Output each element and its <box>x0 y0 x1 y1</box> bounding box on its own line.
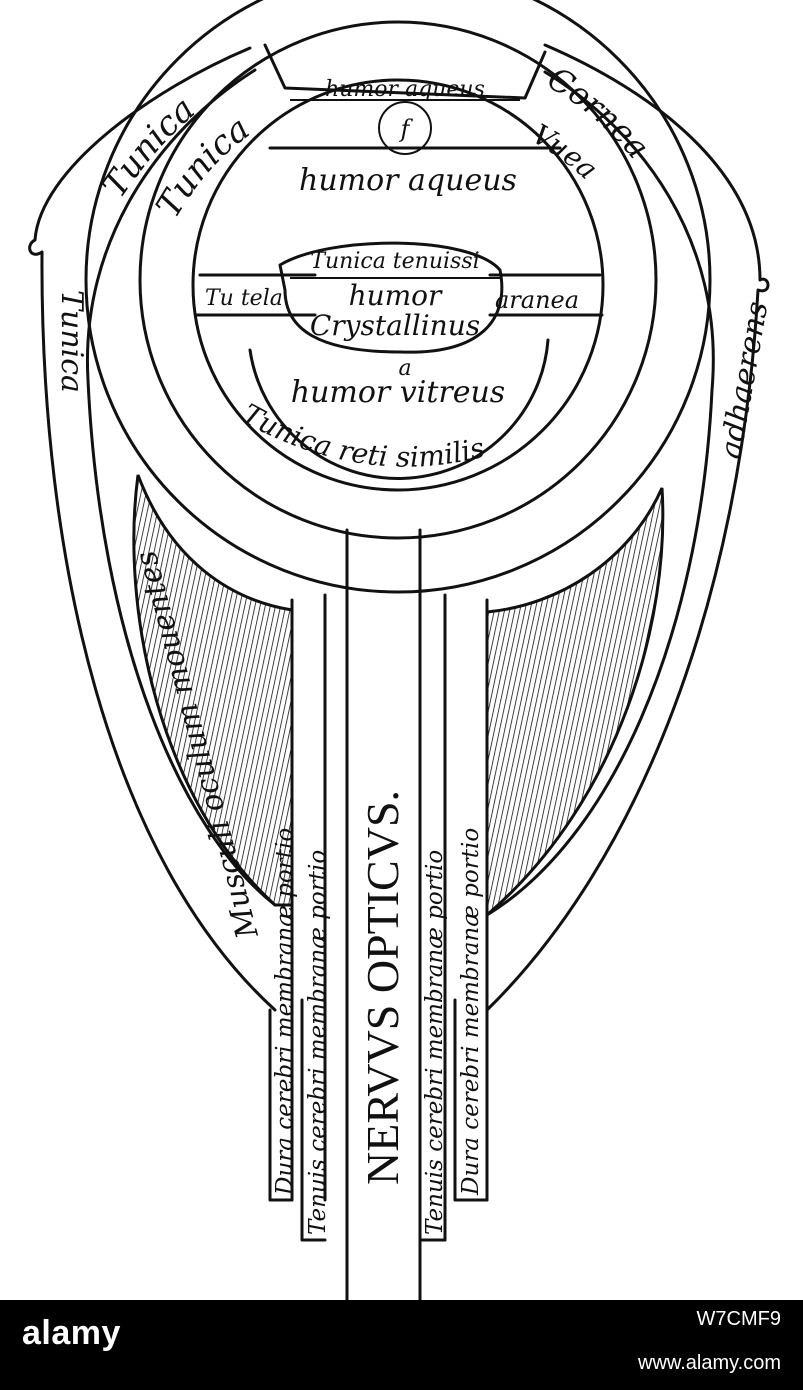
label-dura-right: Dura cerebri membranæ portio <box>458 828 484 1196</box>
label-humor-aqueus: humor aqueus <box>299 163 517 198</box>
label-nervus-opticus: NERVVS OPTICVS. <box>357 790 408 1185</box>
outer-tunica-right-outer <box>485 43 770 1012</box>
label-tunica-tenuissima: Tunica tenuissi <box>310 249 479 274</box>
label-humor-aqueus-top: humor aqueus <box>325 77 485 102</box>
image-id: W7CMF9 <box>696 1308 781 1330</box>
label-tenuis-left: Tenuis cerebri membranæ portio <box>305 850 331 1235</box>
lens-crystallinus <box>278 241 504 354</box>
outer-tunica-left-inner <box>85 68 277 907</box>
label-tunica-far-left: Tunica <box>54 290 89 393</box>
label-tu-tela: Tu tela <box>205 286 283 311</box>
label-humor-vitreus: humor vitreus <box>291 375 505 410</box>
eye-ring-middle <box>138 20 658 540</box>
cornea-segment <box>263 43 547 100</box>
alamy-logo: alamy <box>22 1314 121 1352</box>
outer-tunica-left-outer <box>28 46 277 1012</box>
label-crystallinus: Crystallinus <box>310 309 480 342</box>
nerve-dura-left-edge <box>268 1008 294 1202</box>
eye-ring-outer <box>84 0 712 594</box>
label-f: f <box>399 115 414 143</box>
label-adhaerens: adhaerens <box>713 299 775 462</box>
label-humor: humor <box>349 279 443 312</box>
label-dura-left: Dura cerebri membranæ portio <box>272 828 298 1196</box>
eye-diagram-svg: Tunica Tunica Cornea Vuea Tunica reti si… <box>28 0 775 1300</box>
muscle-right <box>485 487 665 919</box>
footer-url: www.alamy.com <box>638 1352 781 1374</box>
f-circle <box>378 101 432 155</box>
nerve-tenuis-left-edge <box>300 998 327 1242</box>
eye-ring-inner <box>191 78 605 492</box>
label-tenuis-right: Tenuis cerebri membranæ portio <box>422 850 448 1235</box>
muscle-left <box>132 474 294 907</box>
outer-tunica-right-inner <box>485 70 715 917</box>
eye-diagram: Tunica Tunica Cornea Vuea Tunica reti si… <box>28 0 776 1300</box>
label-aranea: aranea <box>495 286 579 314</box>
watermark-footer: alamy W7CMF9 www.alamy.com <box>0 1300 803 1390</box>
nerve-dura-right-edge <box>453 998 489 1202</box>
vitreous-ring <box>248 338 550 480</box>
label-vitreus-mark: a <box>398 356 411 381</box>
